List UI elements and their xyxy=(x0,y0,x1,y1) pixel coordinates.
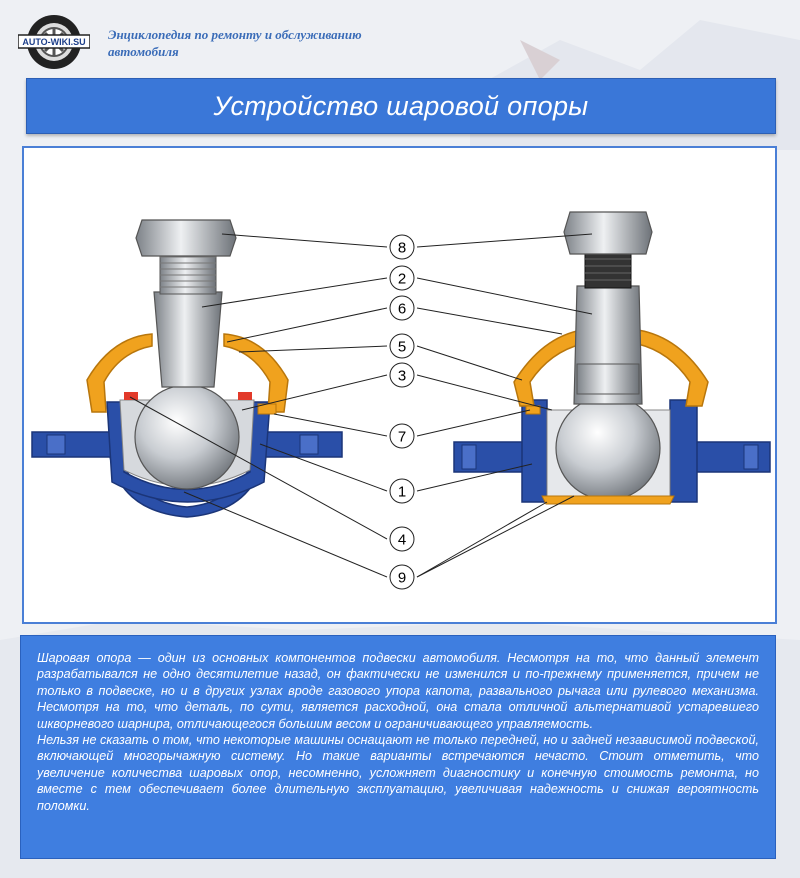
callout-label: 3 xyxy=(398,368,406,385)
callout-label: 5 xyxy=(398,339,406,356)
callout-8: 8 xyxy=(389,234,415,260)
callout-label: 7 xyxy=(398,429,406,446)
svg-text:AUTO-WIKI.SU: AUTO-WIKI.SU xyxy=(22,37,85,47)
ball-joint-diagram: 8 2 6 5 3 7 1 4 9 xyxy=(22,146,777,624)
title-banner: Устройство шаровой опоры xyxy=(26,78,776,134)
callout-3: 3 xyxy=(389,362,415,388)
callout-label: 4 xyxy=(398,532,406,549)
callout-5: 5 xyxy=(389,333,415,359)
description-paragraph-2: Нельзя не сказать о том, что некоторые м… xyxy=(37,733,759,813)
callout-label: 8 xyxy=(398,240,406,257)
site-tagline-line2: автомобиля xyxy=(108,44,179,59)
wheel-logo-icon[interactable]: AUTO-WIKI.SU xyxy=(18,12,90,72)
callout-label: 6 xyxy=(398,301,406,318)
left-ball-joint xyxy=(31,219,343,518)
callout-7: 7 xyxy=(389,423,415,449)
callout-2: 2 xyxy=(389,265,415,291)
callout-6: 6 xyxy=(389,295,415,321)
callout-4: 4 xyxy=(389,526,415,552)
right-ball-joint xyxy=(453,211,771,505)
callout-label: 1 xyxy=(398,484,406,501)
callout-label: 2 xyxy=(398,271,406,288)
ball-joint-illustration: 8 2 6 5 3 7 1 4 9 xyxy=(31,211,771,590)
description-box: Шаровая опора — один из основных компоне… xyxy=(20,635,776,859)
site-tagline: Энциклопедия по ремонту и обслуживанию а… xyxy=(108,26,362,60)
callout-1: 1 xyxy=(389,478,415,504)
callout-label: 9 xyxy=(398,570,406,587)
site-header: AUTO-WIKI.SU Энциклопедия по ремонту и о… xyxy=(0,0,800,76)
site-tagline-line1: Энциклопедия по ремонту и обслуживанию xyxy=(108,27,362,42)
description-paragraph-1: Шаровая опора — один из основных компоне… xyxy=(37,651,759,731)
page-title: Устройство шаровой опоры xyxy=(213,91,589,121)
leader-lines xyxy=(129,233,593,578)
callout-9: 9 xyxy=(389,564,415,590)
